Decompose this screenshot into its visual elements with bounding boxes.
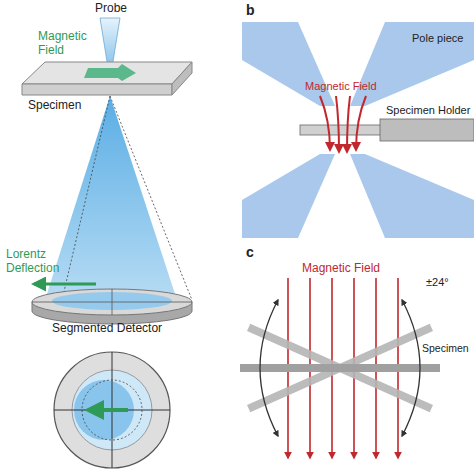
part-label: Pole piece: [412, 32, 463, 45]
tilt-arrow: [260, 300, 278, 436]
part-label: Specimen Holder: [386, 104, 470, 117]
angle-label: ±24°: [426, 276, 449, 289]
segment-line: [54, 410, 170, 411]
pole-piece: [242, 154, 335, 238]
specimen-bar: [240, 364, 440, 372]
field-label: Magnetic Field: [38, 30, 96, 58]
pole-piece: [242, 22, 335, 106]
panel-letter: c: [246, 244, 254, 260]
pole-piece: [350, 154, 474, 238]
segment-line: [32, 302, 192, 303]
part-label: Segmented Detector: [52, 322, 162, 336]
field-line: [320, 96, 330, 150]
field-line: [336, 96, 339, 152]
detector-plan: [54, 352, 170, 468]
specimen-plate-edge: [22, 84, 172, 95]
specimen-holder: [380, 119, 474, 141]
part-label: Probe: [95, 2, 127, 16]
specimen-positions: [240, 324, 440, 413]
part-label: Specimen: [28, 99, 81, 113]
magnetic-field-region: [84, 64, 136, 81]
effect-label: Lorentz Deflection: [6, 248, 68, 276]
part-label: Specimen: [422, 342, 469, 354]
field-label: Magnetic Field: [302, 262, 380, 276]
electron-beam: [45, 96, 177, 300]
field-line: [356, 96, 366, 150]
specimen-rod: [300, 125, 382, 135]
deflected-beam-edge: [110, 96, 192, 300]
field-line: [347, 96, 350, 152]
field-label: Magnetic Field: [305, 80, 377, 93]
panel-letter: b: [246, 2, 255, 18]
deflection-arrow: [88, 408, 128, 412]
pole-piece: [350, 22, 474, 106]
tilt-arrow: [402, 300, 420, 436]
lorentz-arrow: [34, 283, 96, 286]
specimen-plate-side: [172, 62, 192, 95]
specimen-plate: [22, 62, 192, 84]
segmented-detector: [32, 289, 192, 315]
deflected-beam-edge: [62, 96, 110, 300]
